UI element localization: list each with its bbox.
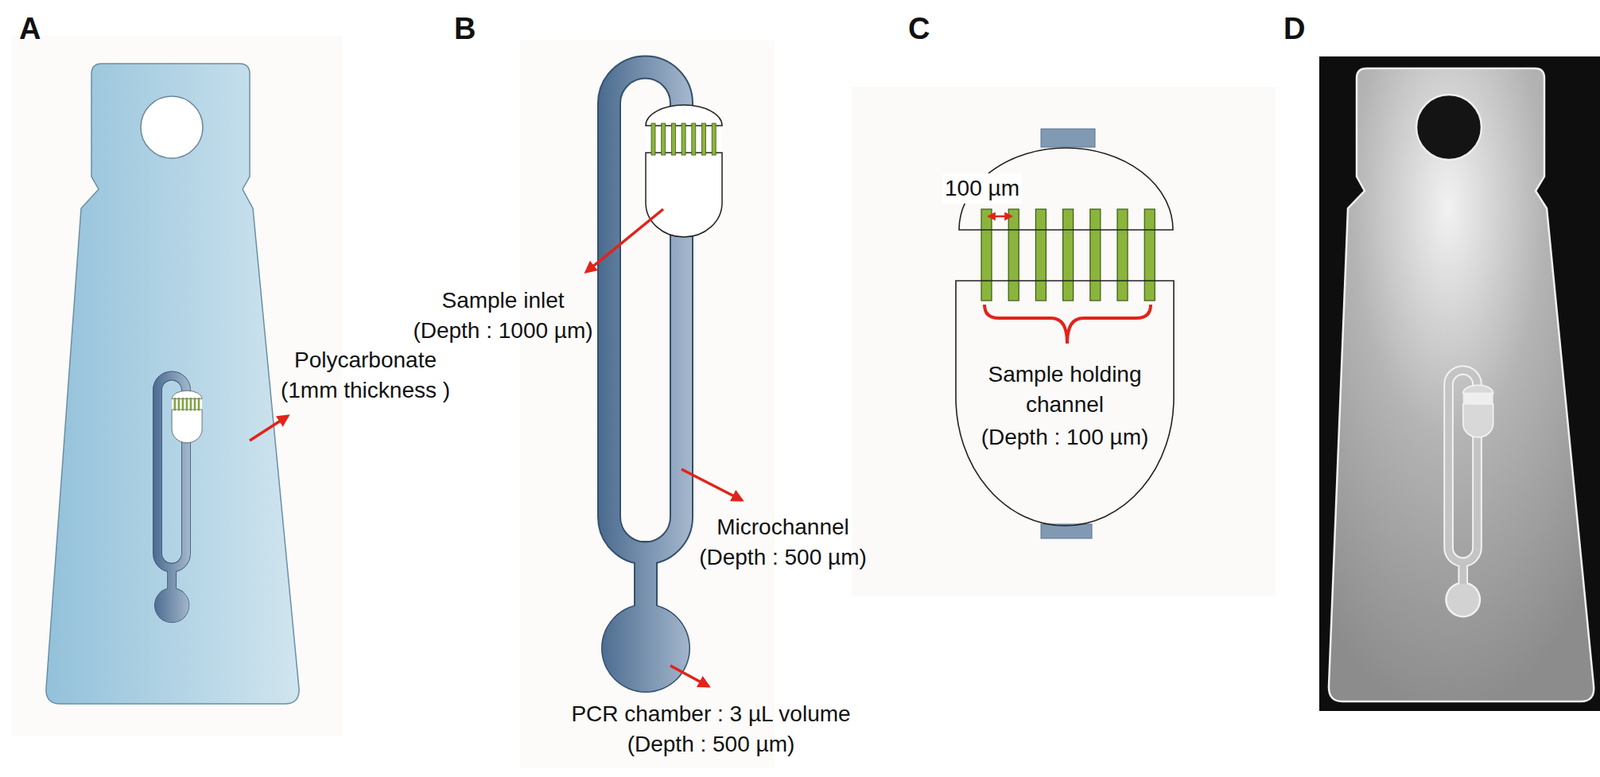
label-anchor: Microchannel (Depth : 500 µm): [693, 512, 873, 573]
polycarbonate-chip: [46, 63, 300, 704]
panel-ground: [851, 86, 1276, 597]
part-label: Microchannel (Depth : 500 µm): [693, 512, 873, 573]
hanging-hole: [140, 96, 203, 159]
label-anchor: Polycarbonate (1mm thickness ): [271, 345, 459, 406]
brace: [984, 304, 1151, 344]
part-label: Sample inlet (Depth : 1000 µm): [409, 285, 597, 346]
panel-letter: A: [19, 11, 41, 48]
leader-arrow: [249, 415, 288, 441]
label-anchor: D: [1283, 11, 1305, 48]
panel-letter: D: [1283, 11, 1305, 48]
part-label: Polycarbonate (1mm thickness ): [271, 345, 459, 406]
leader-arrow: [670, 665, 709, 687]
holding-channel: [981, 209, 992, 301]
leader-arrow: [586, 209, 664, 272]
holding-channel: [1090, 209, 1101, 301]
label-anchor: C: [908, 11, 930, 48]
leader-arrow: [681, 469, 742, 501]
channel-stub: [1040, 128, 1096, 148]
label-anchor: A: [19, 11, 41, 48]
holding-channel: [1144, 209, 1155, 301]
panel-letter: B: [454, 11, 476, 48]
holding-channel: [1117, 209, 1128, 301]
microfluidic-layout: [1444, 369, 1493, 618]
dimension-arrow: [988, 215, 1012, 218]
chamber-outline-path: [955, 280, 1174, 526]
label-anchor: B: [454, 11, 476, 48]
chamber-label: (Depth : 100 µm): [961, 422, 1169, 453]
holding-channel: [1035, 209, 1046, 301]
holding-channel: [1063, 209, 1074, 301]
chip-photo: [1328, 68, 1594, 702]
holding-channel: [1008, 209, 1019, 301]
label-anchor: PCR chamber : 3 µL volume (Depth : 500 µ…: [563, 699, 859, 760]
label-anchor: 100 µm: [942, 173, 1022, 204]
hanging-hole: [1416, 94, 1482, 160]
photo-background: [1319, 56, 1600, 711]
part-label: PCR chamber : 3 µL volume (Depth : 500 µ…: [563, 699, 859, 760]
panel-letter: C: [908, 11, 930, 48]
microfluidic-layout: [154, 375, 202, 623]
microfluidic-layout: [601, 67, 723, 694]
label-anchor: Sample inlet (Depth : 1000 µm): [409, 285, 597, 346]
text-anchor: Sample holding channel: [979, 359, 1151, 420]
dimension-label: 100 µm: [942, 173, 1022, 204]
text-anchor: (Depth : 100 µm): [961, 422, 1169, 453]
panel-ground: [520, 40, 775, 768]
chamber-label: Sample holding channel: [979, 359, 1151, 420]
